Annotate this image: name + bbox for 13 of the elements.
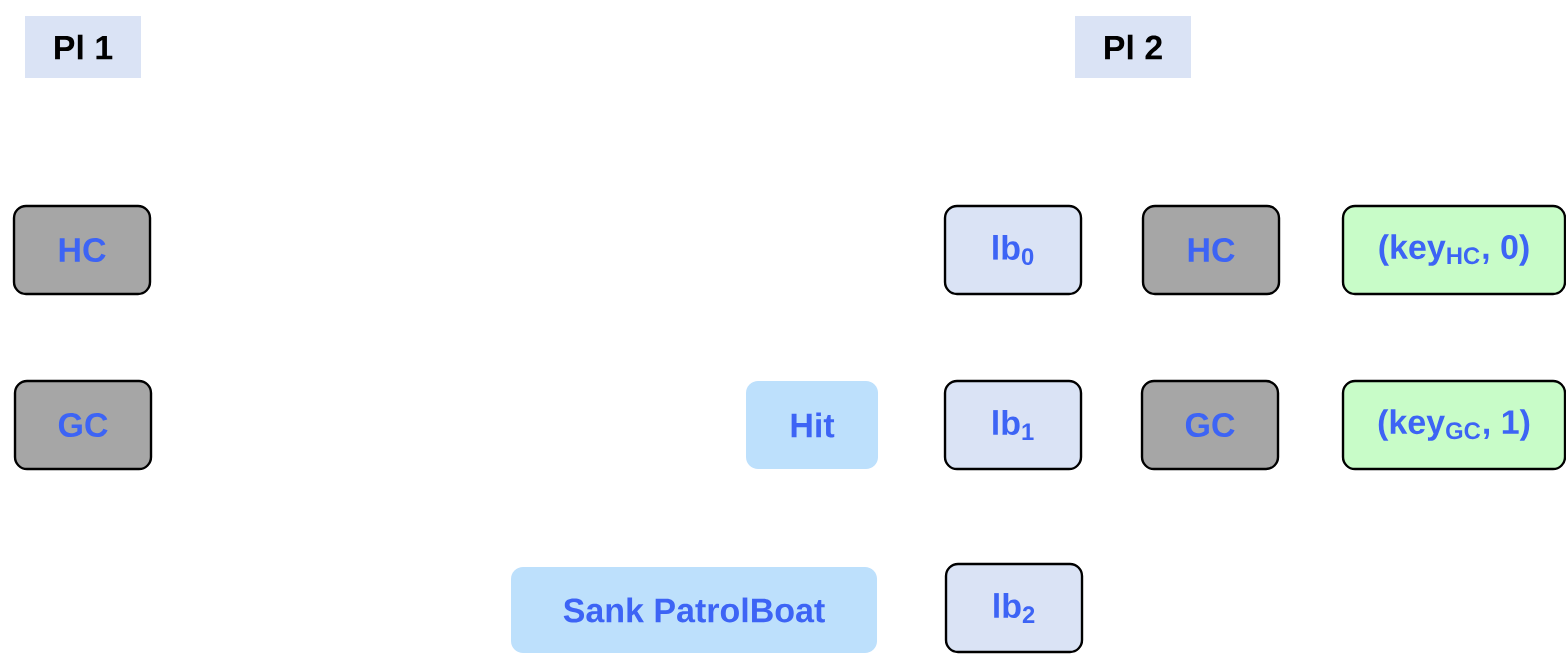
label-box: lb$_{1}$ xyxy=(943,379,1083,471)
card-box: HC xyxy=(12,204,152,296)
label-box: lb$_{2}$ xyxy=(944,562,1084,654)
label-box: lb$_{0}$ xyxy=(943,204,1083,296)
card-box: GC xyxy=(13,379,153,471)
key-box: (key$_{HC}$, 0) xyxy=(1341,204,1566,296)
player-label: Pl 2 xyxy=(1075,16,1191,78)
event-box: Hit xyxy=(746,381,878,469)
key-box: (key$_{GC}$, 1) xyxy=(1341,379,1566,471)
player-label: Pl 1 xyxy=(25,16,141,78)
event-box: Sank PatrolBoat xyxy=(511,567,877,653)
card-box: GC xyxy=(1140,379,1280,471)
card-box: HC xyxy=(1141,204,1281,296)
